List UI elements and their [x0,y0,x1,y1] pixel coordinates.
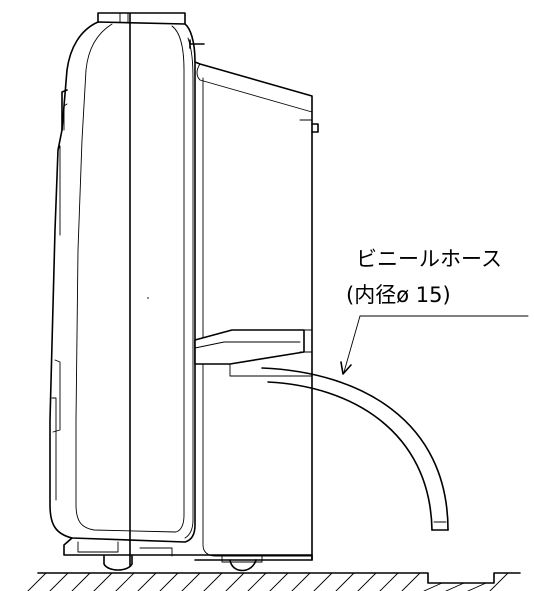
rear-caster [229,559,257,572]
hatch-line [379,572,399,591]
callout-leader [340,315,529,375]
hatch-line [49,572,69,591]
hatch-line [115,572,135,591]
hatch-line [423,582,443,591]
base-plate [63,537,313,561]
outer-shell [49,21,196,543]
hatch-line [467,582,487,591]
front-panel [75,23,185,533]
hose-diameter-label: (内径ø 15) [346,283,451,307]
hatch-line [357,572,377,591]
hatch-line [247,572,267,591]
hatch-line [137,572,157,591]
tank-outline [194,61,313,561]
hatch-line [203,572,223,591]
top-handle [97,12,186,25]
hatch-line [489,572,509,591]
front-caster [103,555,133,571]
hose-label: ビニールホース [356,247,502,271]
hatch-line [27,572,47,591]
hatch-line [445,582,465,591]
hatch-line [71,572,91,591]
floor [27,572,521,591]
hatch-line [93,572,113,591]
hatch-line [225,572,245,591]
hatch-line [313,572,333,591]
drain-outlet [194,329,313,377]
vinyl-hose [261,367,449,531]
hatch-line [159,572,179,591]
hatch-line [401,572,421,591]
floor-hatching [27,572,509,591]
hatch-line [335,572,355,591]
floor-line [37,572,521,584]
hatch-line [291,572,311,591]
unit-body [49,12,205,567]
rear-tank [194,61,319,561]
hatch-line [269,572,289,591]
base [63,537,313,572]
hatch-line [181,572,201,591]
